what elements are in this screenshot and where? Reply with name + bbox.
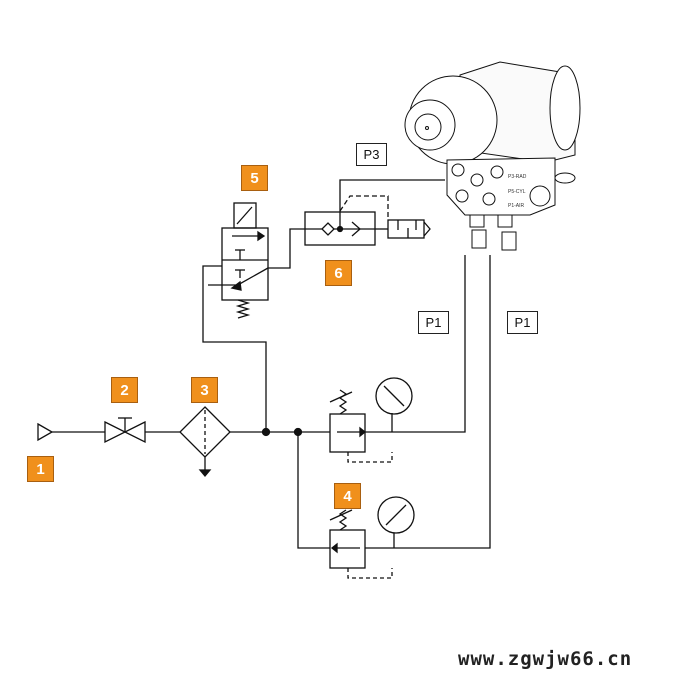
pressure-regulator-1	[329, 377, 413, 463]
port-label-p3: P3	[356, 143, 387, 166]
svg-text:P3-RAD: P3-RAD	[508, 174, 527, 180]
badge-4: 4	[334, 483, 361, 509]
spray-gun-drawing: P3-RAD P5-CYL P1-AIR	[404, 61, 581, 251]
shuttle-valve-symbol	[304, 195, 431, 246]
solenoid-valve-symbol	[208, 202, 269, 319]
badge-5: 5	[241, 165, 268, 191]
badge-6: 6	[325, 260, 352, 286]
watermark: www.zgwjw66.cn	[458, 648, 633, 670]
svg-text:P1-AIR: P1-AIR	[508, 203, 525, 209]
supply-lines	[52, 179, 491, 549]
filter-symbol	[179, 406, 231, 478]
svg-text:P5-CYL: P5-CYL	[508, 189, 526, 195]
port-label-p1-left: P1	[418, 311, 449, 334]
badge-2: 2	[111, 377, 138, 403]
port-label-p1-right: P1	[507, 311, 538, 334]
pressure-regulator-2	[329, 496, 415, 579]
badge-3: 3	[191, 377, 218, 403]
air-source-symbol	[37, 422, 54, 442]
badge-1: 1	[27, 456, 54, 482]
shutoff-valve-symbol	[104, 417, 146, 444]
